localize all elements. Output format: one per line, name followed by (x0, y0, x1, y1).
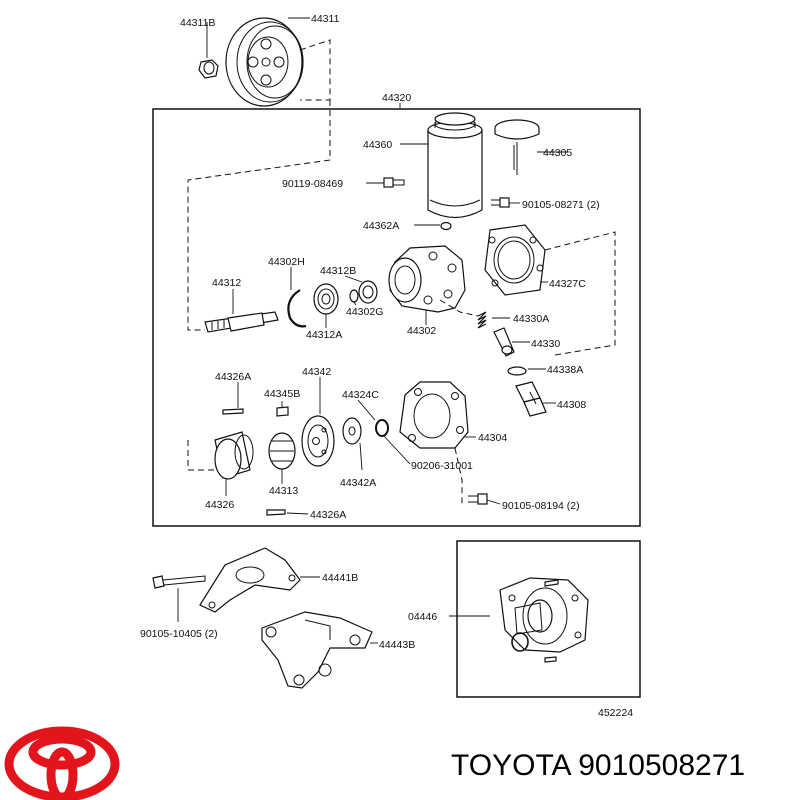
label-44360: 44360 (363, 139, 392, 151)
label-44311: 44311 (311, 13, 340, 25)
assembly-box-44320 (152, 108, 641, 527)
label-44312A: 44312A (306, 329, 342, 341)
label-44304: 44304 (478, 432, 507, 444)
label-90206-31001: 90206-31001 (411, 460, 473, 472)
side-plate-44342 (301, 415, 335, 467)
label-90105-10405: 90105-10405 (2) (140, 628, 218, 640)
label-90119-08469: 90119-08469 (282, 178, 343, 190)
label-44330A: 44330A (513, 313, 549, 325)
bearing-44312A (313, 283, 339, 315)
seal-44312B (358, 280, 378, 304)
plate-44327C (484, 224, 546, 296)
spring-44324C (375, 419, 389, 437)
label-44302H: 44302H (268, 256, 305, 268)
label-44311B: 44311B (180, 17, 215, 29)
cam-ring-44326 (214, 431, 254, 480)
kit-box-04446 (456, 540, 641, 698)
label-44320: 44320 (382, 92, 411, 104)
label-90105-08271: 90105-08271 (2) (522, 199, 600, 211)
washer-44342A (342, 417, 362, 445)
nut-44311B (198, 59, 219, 79)
label-44342A: 44342A (340, 477, 376, 489)
rotor-44313 (268, 432, 296, 470)
label-90105-08194: 90105-08194 (2) (502, 500, 580, 512)
bolt-90119-08469 (383, 177, 405, 188)
label-44330: 44330 (531, 338, 560, 350)
label-44326: 44326 (205, 499, 234, 511)
bracket-44441B (199, 547, 301, 613)
label-452224: 452224 (598, 707, 633, 719)
pulley-44311 (225, 17, 304, 107)
snapring-44302G (349, 289, 359, 303)
pin-44326A-bottom (266, 509, 286, 516)
label-44338A: 44338A (547, 364, 583, 376)
label-44302: 44302 (407, 325, 436, 337)
spring-44330A (477, 311, 487, 329)
bolt-90105-08271 (491, 197, 510, 208)
oring-44362A (440, 221, 452, 231)
label-44327C: 44327C (549, 278, 586, 290)
label-44362A: 44362A (363, 220, 399, 232)
reservoir-44360 (427, 112, 483, 219)
shaft-44312 (204, 311, 279, 333)
snapring-44302H (287, 289, 307, 328)
vane-44345B (276, 406, 289, 417)
valve-44330 (493, 327, 515, 357)
brand-part-number: TOYOTA 9010508271 (451, 749, 745, 782)
front-housing-44302 (388, 245, 466, 313)
bolt-90105-10405 (152, 575, 206, 589)
bolt-90105-08194 (468, 493, 488, 505)
label-44302G: 44302G (346, 306, 383, 318)
label-44313: 44313 (269, 485, 298, 497)
toyota-logo-icon (4, 726, 120, 800)
label-44345B: 44345B (264, 388, 300, 400)
label-44443B: 44443B (379, 639, 415, 651)
label-44326A-bottom: 44326A (310, 509, 346, 521)
oring-44338A (507, 366, 527, 376)
label-44308: 44308 (557, 399, 586, 411)
cap-44305 (494, 119, 540, 175)
label-44305: 44305 (543, 147, 572, 159)
pin-44326A-top (222, 408, 244, 415)
label-44312: 44312 (212, 277, 241, 289)
bracket-44443B (261, 611, 373, 689)
label-44342: 44342 (302, 366, 331, 378)
label-44324C: 44324C (342, 389, 379, 401)
label-04446: 04446 (408, 611, 437, 623)
union-44308 (515, 381, 547, 417)
rear-housing-44304 (399, 381, 469, 449)
label-44312B: 44312B (320, 265, 356, 277)
label-44326A-top: 44326A (215, 371, 251, 383)
kit-parts-04446 (499, 577, 589, 663)
label-44441B: 44441B (322, 572, 358, 584)
